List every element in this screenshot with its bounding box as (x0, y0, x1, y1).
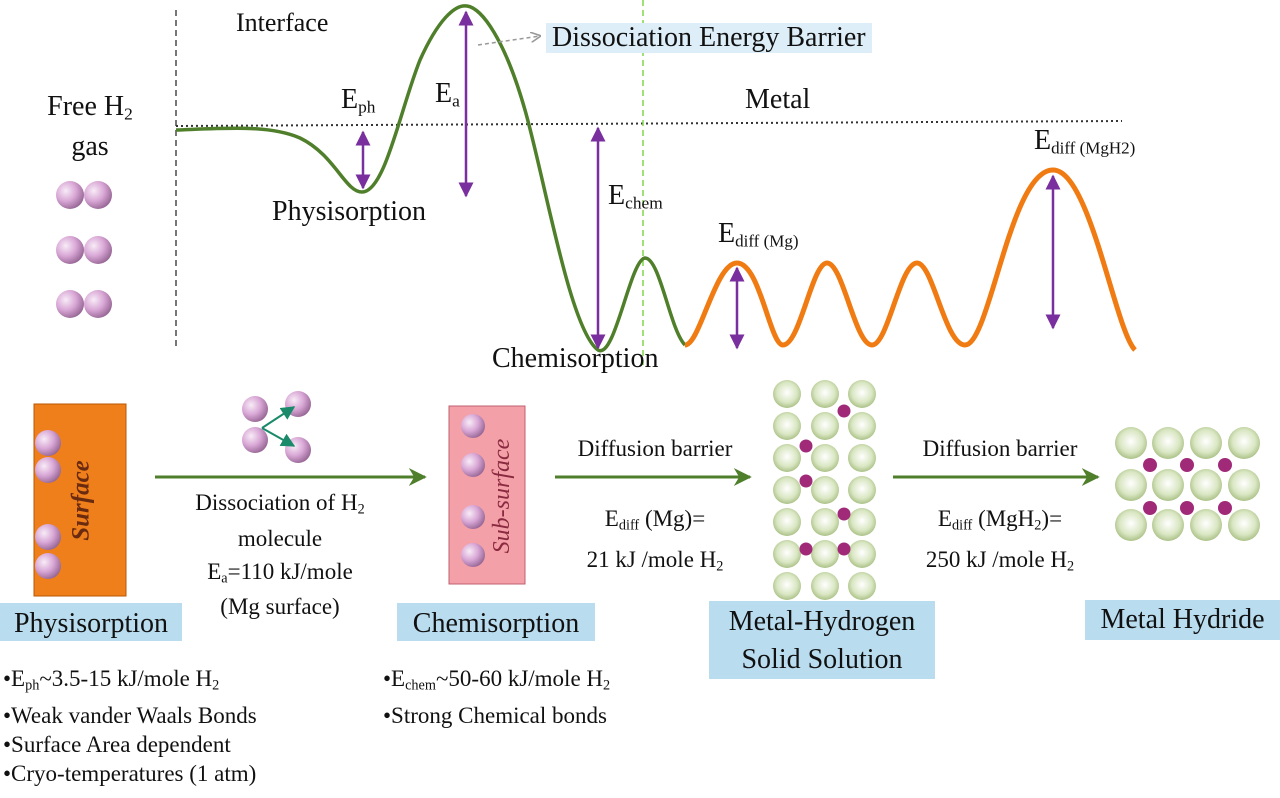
hydrogen-atom (1180, 501, 1194, 515)
hydrogen-atom (837, 507, 851, 521)
hydrogen-atom (1143, 501, 1157, 515)
e-ph-label: Eph (341, 84, 376, 117)
mg-atom (811, 444, 839, 472)
physisorption-bullet-3: •Surface Area dependent (3, 731, 231, 757)
mg-atom (848, 508, 876, 536)
chemisorption-bullet-1: •Echem~50-60 kJ/mole H2 (383, 666, 611, 694)
chemisorption-stage-label: Chemisorption (412, 608, 580, 639)
physisorption-bullet-4: •Cryo-temperatures (1 atm) (3, 760, 257, 786)
mg-atom (811, 412, 839, 440)
mg-atom (811, 380, 839, 408)
dissociating-h2 (242, 391, 311, 463)
diffusion-barrier-2-e: Ediff (MgH2)= (937, 506, 1063, 534)
interface-label: Interface (236, 8, 329, 37)
diffusion-barrier-1-value: 21 kJ /mole H2 (586, 547, 724, 575)
mg-atom (1228, 427, 1260, 459)
mg-atom (1152, 509, 1184, 541)
free-h2-molecules (56, 181, 112, 318)
dissociation-barrier-label: Dissociation Energy Barrier (546, 23, 872, 53)
diffusion-barrier-1-title: Diffusion barrier (577, 436, 733, 461)
mg-atom (773, 444, 801, 472)
dissociation-line-2: molecule (237, 526, 323, 551)
physisorption-stage-label-bg (0, 603, 182, 641)
e-diff-mg-label: Ediff (Mg) (718, 218, 799, 251)
dissociation-line-1: Dissociation of H2 (195, 490, 365, 518)
mg-atom (773, 572, 801, 600)
dissociation-line-3: Ea=110 kJ/mole (207, 559, 353, 587)
mg-atom (1115, 509, 1147, 541)
mg-atom (1152, 469, 1184, 501)
surface-label: Surface (67, 460, 95, 541)
mg-atom (848, 380, 876, 408)
subsurface-label: Sub-surface (489, 438, 515, 554)
mg-atom (773, 380, 801, 408)
diffusion-barrier-2-title: Diffusion barrier (922, 436, 1078, 461)
mg-atom (1115, 469, 1147, 501)
e-chem-label: Echem (608, 180, 663, 213)
physisorption-bullets: •Eph~3.5-15 kJ/mole H2 •Weak vander Waal… (3, 664, 257, 788)
chemisorption-bullets: •Echem~50-60 kJ/mole H2 •Strong Chemical… (383, 664, 610, 730)
mg-atom (1190, 509, 1222, 541)
barrier-pointer (477, 36, 540, 46)
reference-energy-line (175, 120, 1123, 127)
hydrogen-atom (799, 474, 813, 488)
free-gas-label: Free H2 (47, 91, 133, 124)
mg-atom (1228, 469, 1260, 501)
mg-atom (848, 540, 876, 568)
solid-solution-label-2: Solid Solution (741, 644, 903, 675)
mg-atom (1115, 427, 1147, 459)
hydrogen-atom (837, 404, 851, 418)
physisorption-curve-label: Physisorption (272, 196, 427, 227)
mg-atom (1228, 509, 1260, 541)
orange-diffusion-curve (683, 167, 1137, 352)
chemisorption-stage-label-bg (397, 603, 595, 641)
metal-hydride-stage-label: Metal Hydride (1100, 604, 1265, 635)
diffusion-barrier-1-e: Ediff (Mg)= (604, 506, 706, 534)
mg-atom (773, 476, 801, 504)
mg-atom (848, 412, 876, 440)
e-a-label: Ea (435, 78, 460, 111)
dissociation-line-4: (Mg surface) (220, 594, 340, 619)
surface-adsorbed-h (35, 430, 61, 579)
mg-atom (848, 444, 876, 472)
physisorption-stage-label: Physisorption (13, 608, 169, 639)
hydrogen-atom (837, 542, 851, 556)
solid-solution-stage-label-bg (709, 601, 935, 679)
chemisorption-curve-label: Chemisorption (492, 343, 659, 374)
mg-atom (773, 540, 801, 568)
subsurface-h (461, 414, 485, 567)
physisorption-bullet-2: •Weak vander Waals Bonds (3, 702, 257, 728)
mg-atom (773, 412, 801, 440)
hydrogen-atom (1143, 458, 1157, 472)
green-energy-curve (175, 4, 687, 353)
hydrogen-atom (1180, 458, 1194, 472)
gas-label: gas (71, 131, 109, 162)
solid-solution-lattice (773, 380, 876, 600)
hydrogen-atom (1218, 501, 1232, 515)
mg-atom (1152, 427, 1184, 459)
mg-atom (848, 476, 876, 504)
mg-atom (1190, 469, 1222, 501)
metal-hydride-lattice (1115, 427, 1260, 541)
mg-atom (773, 508, 801, 536)
hydrogen-atom (1218, 458, 1232, 472)
hydrogen-atom (799, 542, 813, 556)
diffusion-barrier-2-value: 250 kJ /mole H2 (925, 547, 1075, 575)
mg-atom (811, 508, 839, 536)
mg-atom (811, 540, 839, 568)
mg-atom (848, 572, 876, 600)
mg-atom (811, 476, 839, 504)
metal-label: Metal (745, 84, 811, 115)
mg-atom (1190, 427, 1222, 459)
metal-hydride-stage-label-bg (1085, 600, 1280, 640)
solid-solution-label-1: Metal-Hydrogen (728, 606, 916, 637)
hydrogen-atom (799, 439, 813, 453)
mg-atom (811, 572, 839, 600)
e-diff-mgh2-label: Ediff (MgH2) (1034, 125, 1136, 158)
physisorption-bullet-1: •Eph~3.5-15 kJ/mole H2 (3, 666, 220, 694)
chemisorption-bullet-2: •Strong Chemical bonds (383, 702, 607, 728)
